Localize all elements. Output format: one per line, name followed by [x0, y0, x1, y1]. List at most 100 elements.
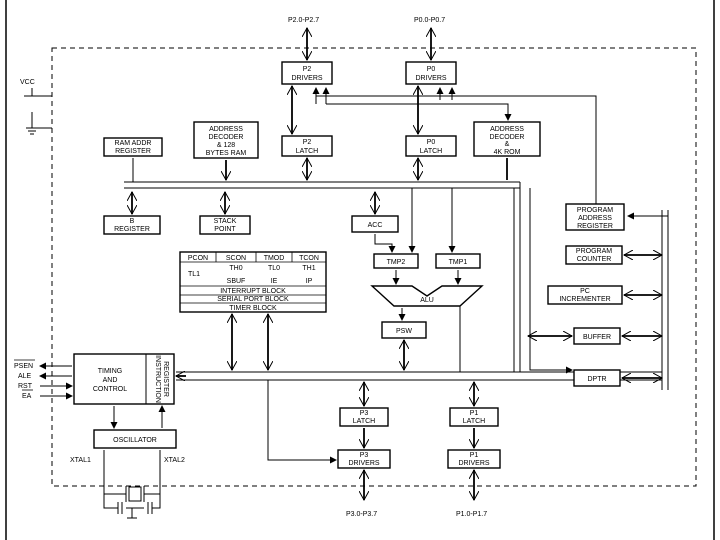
svg-text:OSCILLATOR: OSCILLATOR [113, 437, 157, 444]
serial-port-block-label: SERIAL PORT BLOCK [217, 296, 289, 303]
sfr-th1: TH1 [302, 265, 315, 272]
timer-block-label: TIMER BLOCK [229, 305, 277, 312]
vcc-wire [24, 88, 52, 97]
sfr-to-p3-drivers [267, 380, 337, 464]
p1-drivers-block: P1 DRIVERS [447, 449, 501, 469]
crystal-icon [104, 486, 160, 502]
svg-text:& 128: & 128 [217, 142, 235, 149]
svg-text:4K ROM: 4K ROM [494, 149, 521, 156]
svg-text:LATCH: LATCH [420, 148, 442, 155]
acc-block: ACC [351, 215, 399, 233]
p3-latch-block: P3 LATCH [339, 407, 389, 427]
p1-port-label: P1.0-P1.7 [456, 511, 487, 518]
program-counter-block: PROGRAM COUNTER [565, 245, 623, 265]
vcc-label: VCC [20, 79, 35, 86]
p2-latch-block: P2 LATCH [281, 135, 333, 157]
svg-text:INSTRUCTION: INSTRUCTION [154, 355, 161, 403]
svg-text:P3: P3 [360, 410, 369, 417]
rom-address-decoder-block: ADDRESS DECODER & 4K ROM [473, 121, 541, 157]
alu-block: ALU [370, 285, 484, 307]
svg-text:POINT: POINT [214, 226, 236, 233]
svg-text:INCREMENTER: INCREMENTER [559, 296, 610, 303]
buffer-block: BUFFER [573, 327, 621, 345]
svg-text:ADDRESS: ADDRESS [209, 126, 243, 133]
upper-data-bus [124, 181, 520, 189]
svg-text:BUFFER: BUFFER [583, 334, 611, 341]
sfr-ip: IP [306, 278, 313, 285]
p2-port-label: P2.0-P2.7 [288, 17, 319, 24]
svg-text:PSW: PSW [396, 328, 412, 335]
acc-to-tmp2 [374, 234, 396, 253]
svg-text:P1: P1 [470, 452, 479, 459]
svg-text:ALU: ALU [420, 297, 434, 304]
svg-text:STACK: STACK [214, 218, 237, 225]
svg-text:DRIVERS: DRIVERS [415, 75, 446, 82]
svg-text:ADDRESS: ADDRESS [490, 126, 524, 133]
svg-text:DRIVERS: DRIVERS [458, 460, 489, 467]
xtal2-label: XTAL2 [164, 457, 185, 464]
capacitor-icon [103, 494, 161, 519]
svg-text:P2: P2 [303, 66, 312, 73]
program-address-register-block: PROGRAM ADDRESS REGISTER [565, 203, 625, 231]
sfr-sbuf: SBUF [227, 278, 246, 285]
rst-label: RST [18, 383, 33, 390]
address-bus [661, 210, 669, 390]
p0-port-label: P0.0-P0.7 [414, 17, 445, 24]
svg-text:PC: PC [580, 288, 590, 295]
svg-text:COUNTER: COUNTER [577, 256, 612, 263]
svg-text:P3: P3 [360, 452, 369, 459]
ram-address-decoder-block: ADDRESS DECODER & 128 BYTES RAM [193, 121, 259, 159]
sfr-tl1: TL1 [188, 271, 200, 278]
svg-text:PROGRAM: PROGRAM [576, 248, 612, 255]
svg-text:P1: P1 [470, 410, 479, 417]
svg-text:DPTR: DPTR [587, 376, 606, 383]
sfr-ie: IE [271, 278, 278, 285]
svg-text:TMP2: TMP2 [387, 259, 406, 266]
ea-label: EA [22, 393, 32, 400]
svg-text:DRIVERS: DRIVERS [291, 75, 322, 82]
svg-text:B: B [130, 218, 135, 225]
psen-label: PSEN [14, 363, 33, 370]
svg-text:LATCH: LATCH [463, 418, 485, 425]
ram-addr-register-block: RAM ADDR REGISTER [103, 137, 163, 157]
svg-text:TMP1: TMP1 [449, 259, 468, 266]
svg-text:DECODER: DECODER [489, 134, 524, 141]
svg-text:ACC: ACC [368, 222, 383, 229]
svg-text:P0: P0 [427, 66, 436, 73]
svg-text:LATCH: LATCH [353, 418, 375, 425]
timing-control-block: TIMING AND CONTROL [73, 353, 175, 405]
b-register-block: B REGISTER [103, 215, 161, 235]
xtal1-label: XTAL1 [70, 457, 91, 464]
svg-text:AND: AND [103, 377, 118, 384]
oscillator-block: OSCILLATOR [93, 429, 177, 449]
dptr-block: DPTR [573, 369, 621, 387]
instruction-register-label: INSTRUCTION REGISTER [154, 355, 169, 403]
sfr-scon: SCON [226, 255, 246, 262]
svg-text:REGISTER: REGISTER [162, 361, 169, 397]
p3-drivers-block: P3 DRIVERS [337, 449, 391, 469]
sfr-pcon: PCON [188, 255, 208, 262]
bus-to-dptr [529, 188, 573, 374]
interrupt-block-label: INTERRUPT BLOCK [220, 288, 286, 295]
tmp2-block: TMP2 [373, 253, 419, 269]
sfr-tl0: TL0 [268, 265, 280, 272]
ale-label: ALE [18, 373, 32, 380]
p2-drivers-block: P2 DRIVERS [281, 61, 333, 85]
svg-text:RAM ADDR: RAM ADDR [115, 140, 152, 147]
svg-text:ADDRESS: ADDRESS [578, 215, 612, 222]
right-vertical-bus [513, 182, 521, 372]
svg-text:P0: P0 [427, 139, 436, 146]
tmp1-block: TMP1 [435, 253, 481, 269]
svg-text:REGISTER: REGISTER [114, 226, 150, 233]
p0-latch-block: P0 LATCH [405, 135, 457, 157]
svg-text:&: & [505, 141, 510, 148]
p1-latch-block: P1 LATCH [449, 407, 499, 427]
svg-text:DRIVERS: DRIVERS [348, 460, 379, 467]
sfr-tcon: TCON [299, 255, 319, 262]
ground-wire [31, 112, 52, 129]
svg-text:LATCH: LATCH [296, 148, 318, 155]
stack-point-block: STACK POINT [199, 215, 251, 235]
pc-incrementer-block: PC INCREMENTER [547, 285, 623, 305]
svg-text:REGISTER: REGISTER [115, 148, 151, 155]
